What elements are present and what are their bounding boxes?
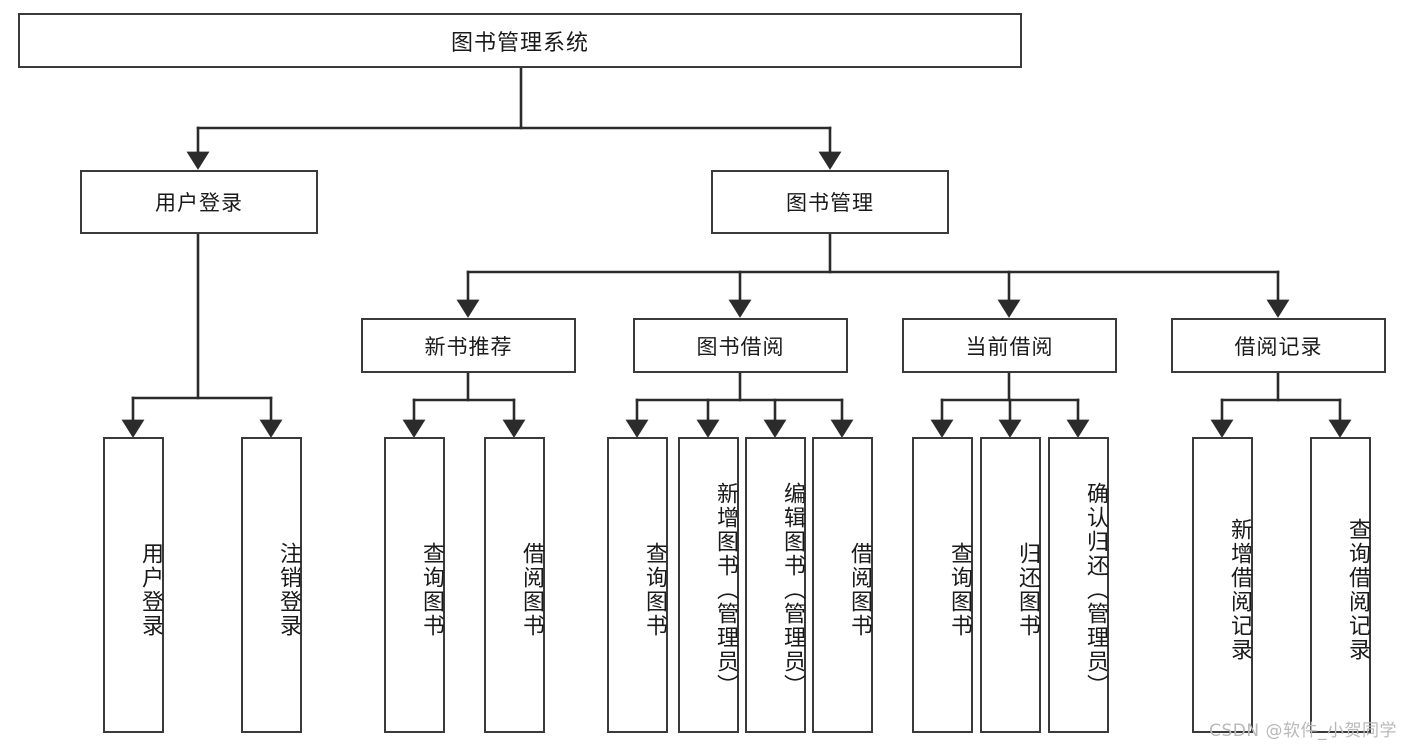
node-label: 当前借阅 [965,334,1054,359]
node-root-system[interactable]: 图书管理系统 [18,13,1022,68]
node-label: 查询借阅记录 [1345,518,1370,662]
node-label: 借阅记录 [1234,334,1323,359]
node-label: 查询图书 [642,542,667,638]
node-label: 图书管理系统 [450,30,589,56]
node-label: 用户登录 [155,191,243,215]
node-label: 图书借阅 [696,334,785,359]
node-label: 注销登录 [276,542,301,638]
node-label: 查询图书 [947,542,972,638]
leaf-edit-book-admin[interactable]: 编辑图书（管理员） [745,437,806,733]
node-label: 新增借阅记录 [1227,518,1252,662]
node-label: 用户登录 [138,542,163,638]
node-new-book-recommend[interactable]: 新书推荐 [361,318,576,373]
leaf-return-book[interactable]: 归还图书 [980,437,1041,733]
node-book-management[interactable]: 图书管理 [711,170,949,234]
node-label: 借阅图书 [847,542,872,638]
leaf-add-borrow-record[interactable]: 新增借阅记录 [1192,437,1253,733]
leaf-add-book-admin[interactable]: 新增图书（管理员） [678,437,739,733]
node-label: 新书推荐 [424,334,513,359]
node-label: 新增图书（管理员） [713,482,738,698]
leaf-query-book-recommend[interactable]: 查询图书 [384,437,445,733]
node-label: 图书管理 [786,191,874,215]
leaf-confirm-return-admin[interactable]: 确认归还（管理员） [1048,437,1109,733]
leaf-user-login[interactable]: 用户登录 [103,437,164,733]
leaf-query-book-current[interactable]: 查询图书 [912,437,973,733]
node-borrow-records[interactable]: 借阅记录 [1171,318,1386,373]
leaf-logout[interactable]: 注销登录 [241,437,302,733]
leaf-query-book-borrow[interactable]: 查询图书 [607,437,668,733]
node-label: 编辑图书（管理员） [780,482,805,698]
leaf-query-borrow-record[interactable]: 查询借阅记录 [1310,437,1371,733]
leaf-borrow-book-recommend[interactable]: 借阅图书 [484,437,545,733]
leaf-borrow-book[interactable]: 借阅图书 [812,437,873,733]
node-label: 查询图书 [419,542,444,638]
node-label: 借阅图书 [519,542,544,638]
node-label: 确认归还（管理员） [1083,482,1108,698]
node-label: 归还图书 [1015,542,1040,638]
node-book-borrow[interactable]: 图书借阅 [633,318,848,373]
node-current-borrow[interactable]: 当前借阅 [902,318,1117,373]
node-user-login[interactable]: 用户登录 [80,170,318,234]
